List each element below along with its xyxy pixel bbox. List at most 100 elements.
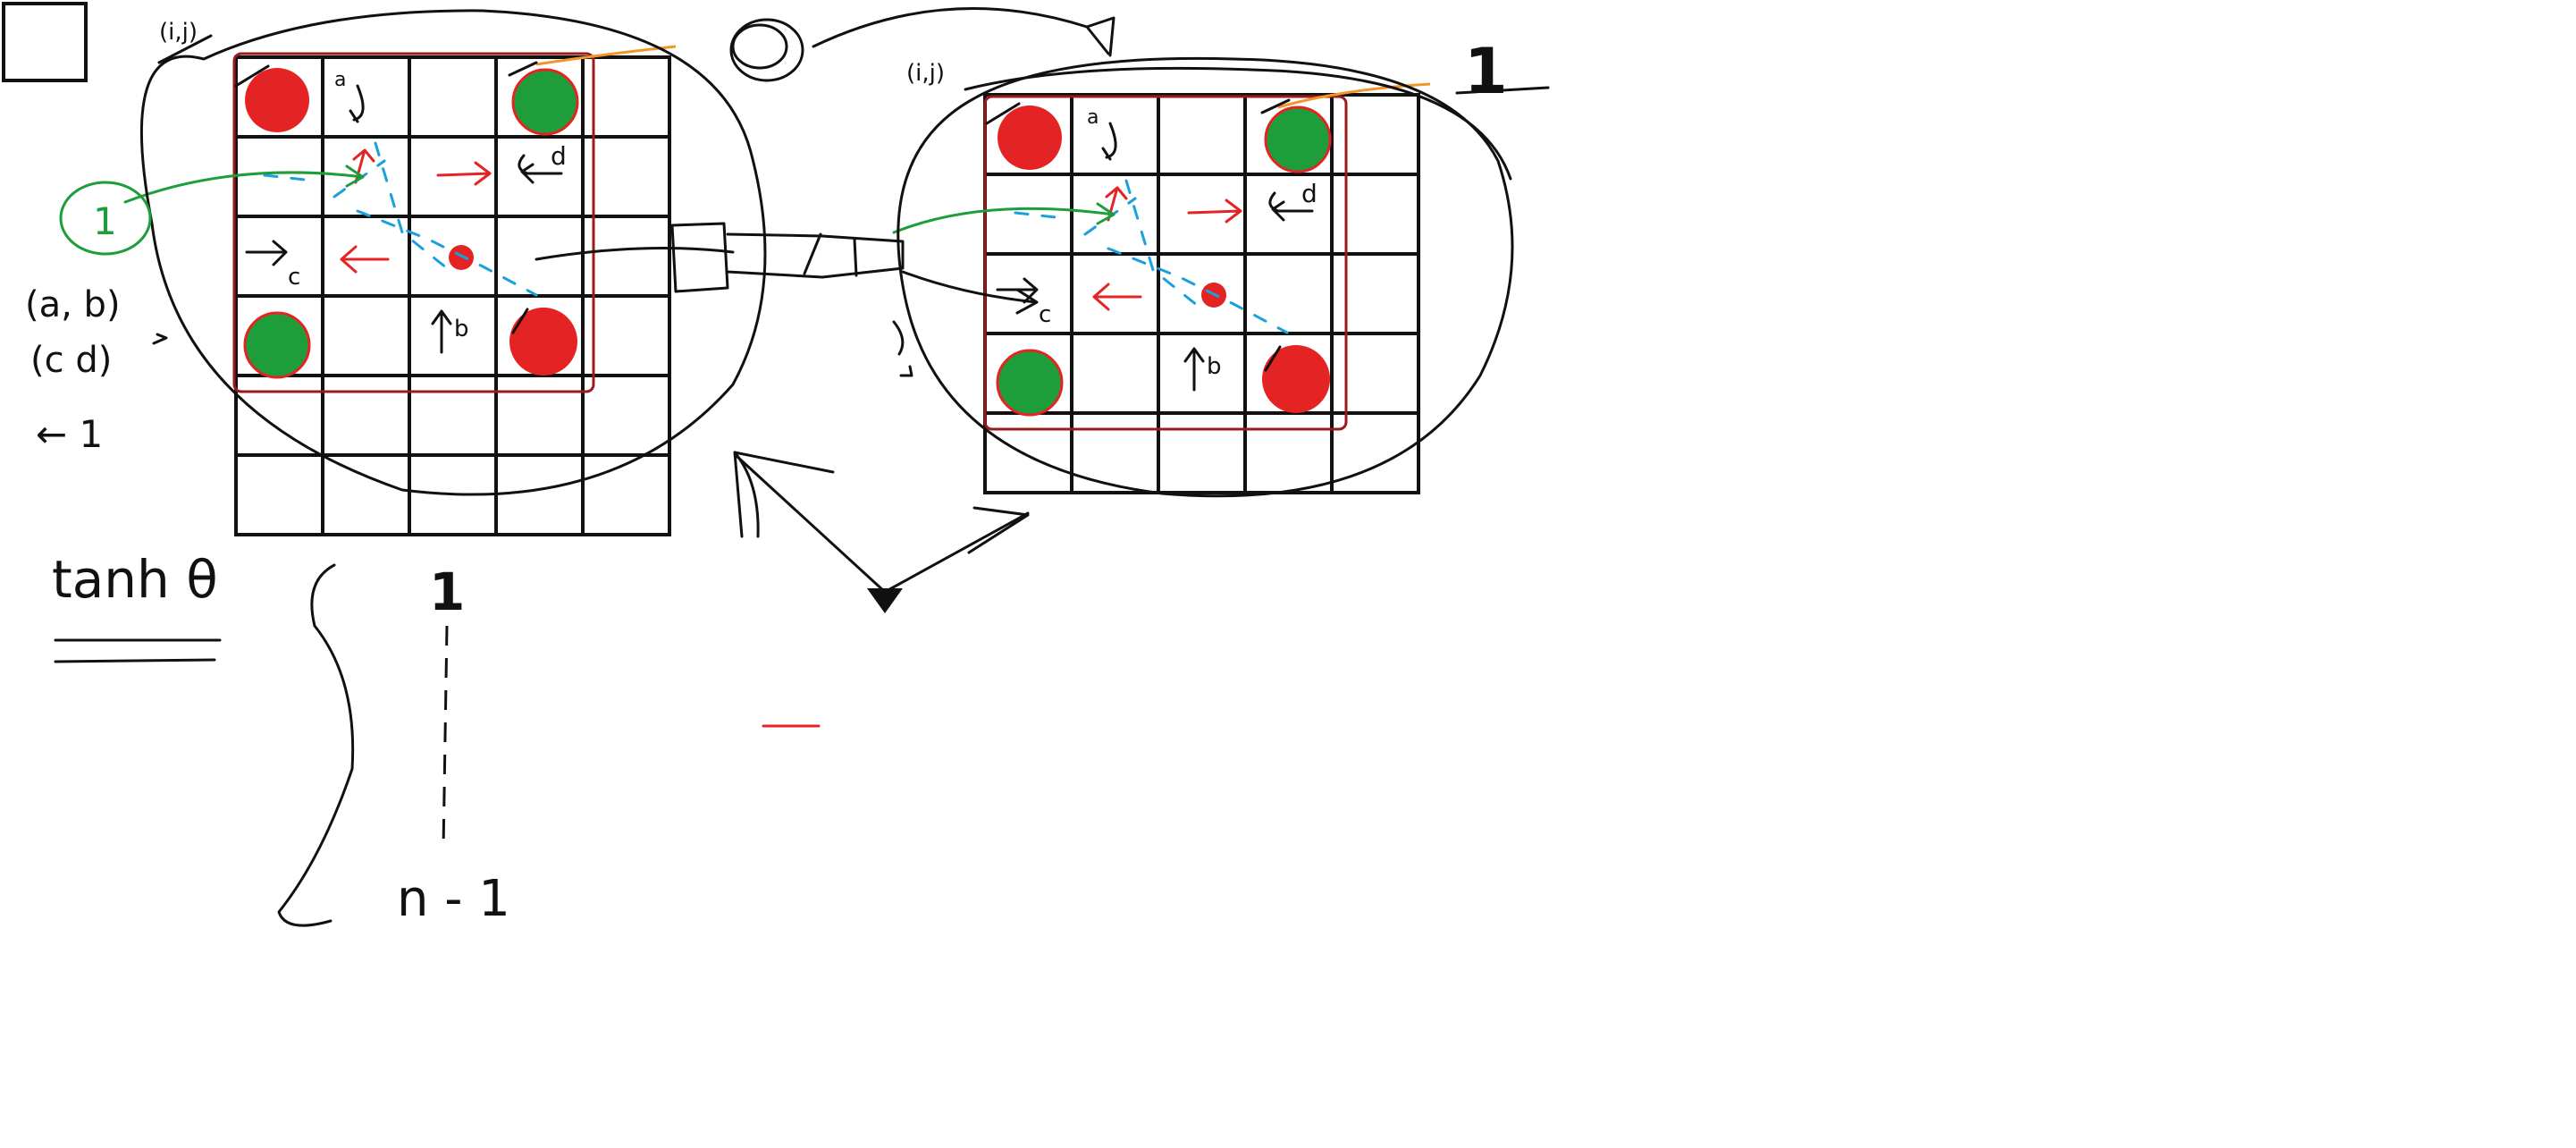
- left-cell-r4-c3: [494, 374, 585, 457]
- left-ellipse: [139, 9, 767, 496]
- label-tanh: tanh θ: [52, 549, 218, 610]
- small-double-circle-outer: [729, 18, 804, 82]
- label-ij-left-underline: [157, 34, 213, 64]
- left-cell-r0-c2: [408, 55, 498, 139]
- left-cell-r5-c0: [234, 453, 324, 536]
- right-red-arrow-left: [1092, 283, 1142, 311]
- label-n-minus-one: n - 1: [397, 870, 510, 928]
- left-cell-r4-c2: [408, 374, 498, 457]
- left-cell-r0-c4: [581, 55, 671, 139]
- green-circle-label: 1: [93, 199, 117, 243]
- left-red-dot-2: [509, 308, 577, 376]
- right-grid: a c d b: [892, 56, 1514, 498]
- right-cell-r1-c3: [1243, 173, 1334, 256]
- left-cell-r2-c0: [234, 215, 324, 298]
- left-green-arrow: [123, 165, 365, 204]
- left-glyph-d-arrow: [518, 154, 563, 184]
- left-glyph-b: b: [454, 316, 469, 342]
- right-ellipse: [897, 56, 1514, 498]
- empty-square: [2, 2, 88, 82]
- left-cell-r3-c4: [581, 294, 671, 377]
- left-cell-r4-c0: [234, 374, 324, 457]
- right-glyph-a-arrow: [1101, 122, 1117, 161]
- small-double-circle-inner: [731, 23, 788, 70]
- right-cell-r3-c2: [1157, 332, 1247, 415]
- label-one-right: 1: [1464, 35, 1508, 108]
- left-green-dot-1: [511, 68, 579, 136]
- right-glyph-c: c: [1039, 301, 1051, 328]
- left-red-arrow-right: [436, 161, 492, 186]
- curly-brace: [277, 563, 355, 927]
- right-glyph-d: d: [1301, 179, 1317, 208]
- left-glyph-a: a: [334, 69, 346, 91]
- v-shape-tip: [867, 588, 903, 613]
- right-glyph-d-arrow: [1268, 191, 1314, 222]
- label-one-right-underline: [1455, 86, 1550, 95]
- green-circle: [59, 181, 152, 256]
- right-red-dot-2: [1262, 345, 1330, 413]
- left-maroon-outline: [232, 52, 595, 393]
- left-small-red-dot: [449, 245, 474, 270]
- left-corner-scribble: [234, 61, 538, 334]
- left-glyph-a-arrow: [349, 84, 365, 123]
- left-grid: a c d b: [123, 9, 767, 536]
- right-corner-scribble: [985, 98, 1291, 372]
- connector-small-mark: [892, 320, 913, 377]
- left-cell-r5-c1: [321, 453, 411, 536]
- right-cell-r2-c0: [983, 252, 1073, 335]
- left-cell-r1-c1: [321, 135, 411, 218]
- right-glyph-b: b: [1207, 353, 1222, 380]
- right-cell-r4-c0: [983, 411, 1073, 494]
- right-orange-line: [1277, 82, 1431, 109]
- label-ij-right: (i,j): [906, 60, 945, 87]
- left-cell-r5-c4: [581, 453, 671, 536]
- label-pair-cd: (c d): [30, 340, 112, 381]
- left-cell-r2-c3: [494, 215, 585, 298]
- label-pair-ab: (a, b): [25, 284, 121, 325]
- left-glyph-b-arrow: [431, 309, 452, 354]
- connector-arrow: [535, 247, 1039, 315]
- right-cell-r4-c4: [1330, 411, 1420, 494]
- top-arc-arrow: [812, 7, 1115, 57]
- left-cell-r1-c0: [234, 135, 324, 218]
- left-glyph-c: c: [288, 264, 300, 291]
- right-cell-r4-c1: [1070, 411, 1160, 494]
- dashed-vertical: [442, 625, 449, 850]
- left-cell-r2-c1: [321, 215, 411, 298]
- left-cell-r4-c4: [581, 374, 671, 457]
- left-cell-r1-c4: [581, 135, 671, 218]
- right-cell-r4-c3: [1243, 411, 1334, 494]
- tanh-underline-2: [54, 658, 216, 663]
- right-cell-r2-c3: [1243, 252, 1334, 335]
- right-green-dot-1: [1264, 106, 1332, 173]
- left-cell-r5-c3: [494, 453, 585, 536]
- left-glyph-d: d: [551, 141, 567, 171]
- pair-bracket-mark: [152, 333, 168, 345]
- right-green-dot-2: [996, 349, 1064, 417]
- left-blue-dashed-path-2: [374, 141, 449, 270]
- left-cell-r2-c4: [581, 215, 671, 298]
- right-maroon-outline: [983, 95, 1348, 431]
- right-red-dot-1: [998, 106, 1062, 170]
- label-ij-left: (i,j): [159, 19, 198, 46]
- left-cell-r1-c2: [408, 135, 498, 218]
- label-arrow-one: ← 1: [36, 412, 103, 456]
- left-cell-r1-c3: [494, 135, 585, 218]
- left-red-arrow-left: [340, 245, 390, 274]
- right-cell-r2-c1: [1070, 252, 1160, 335]
- left-green-dot-2: [243, 311, 311, 379]
- left-red-dot-1: [245, 68, 309, 132]
- left-cell-r3-c1: [321, 294, 411, 377]
- left-glyph-c-arrow: [245, 240, 288, 266]
- right-ellipse-2: [964, 66, 1512, 181]
- right-blue-dashed-path-2: [1124, 179, 1200, 308]
- right-cell-r3-c1: [1070, 332, 1160, 415]
- v-shape-arrow: [733, 451, 1030, 594]
- right-glyph-b-arrow: [1183, 347, 1205, 392]
- left-cell-r3-c2: [408, 294, 498, 377]
- left-grid-cells: [234, 55, 671, 536]
- v-shape-left-curl: [733, 451, 760, 538]
- right-cell-r1-c2: [1157, 173, 1247, 256]
- right-cell-r4-c2: [1157, 411, 1247, 494]
